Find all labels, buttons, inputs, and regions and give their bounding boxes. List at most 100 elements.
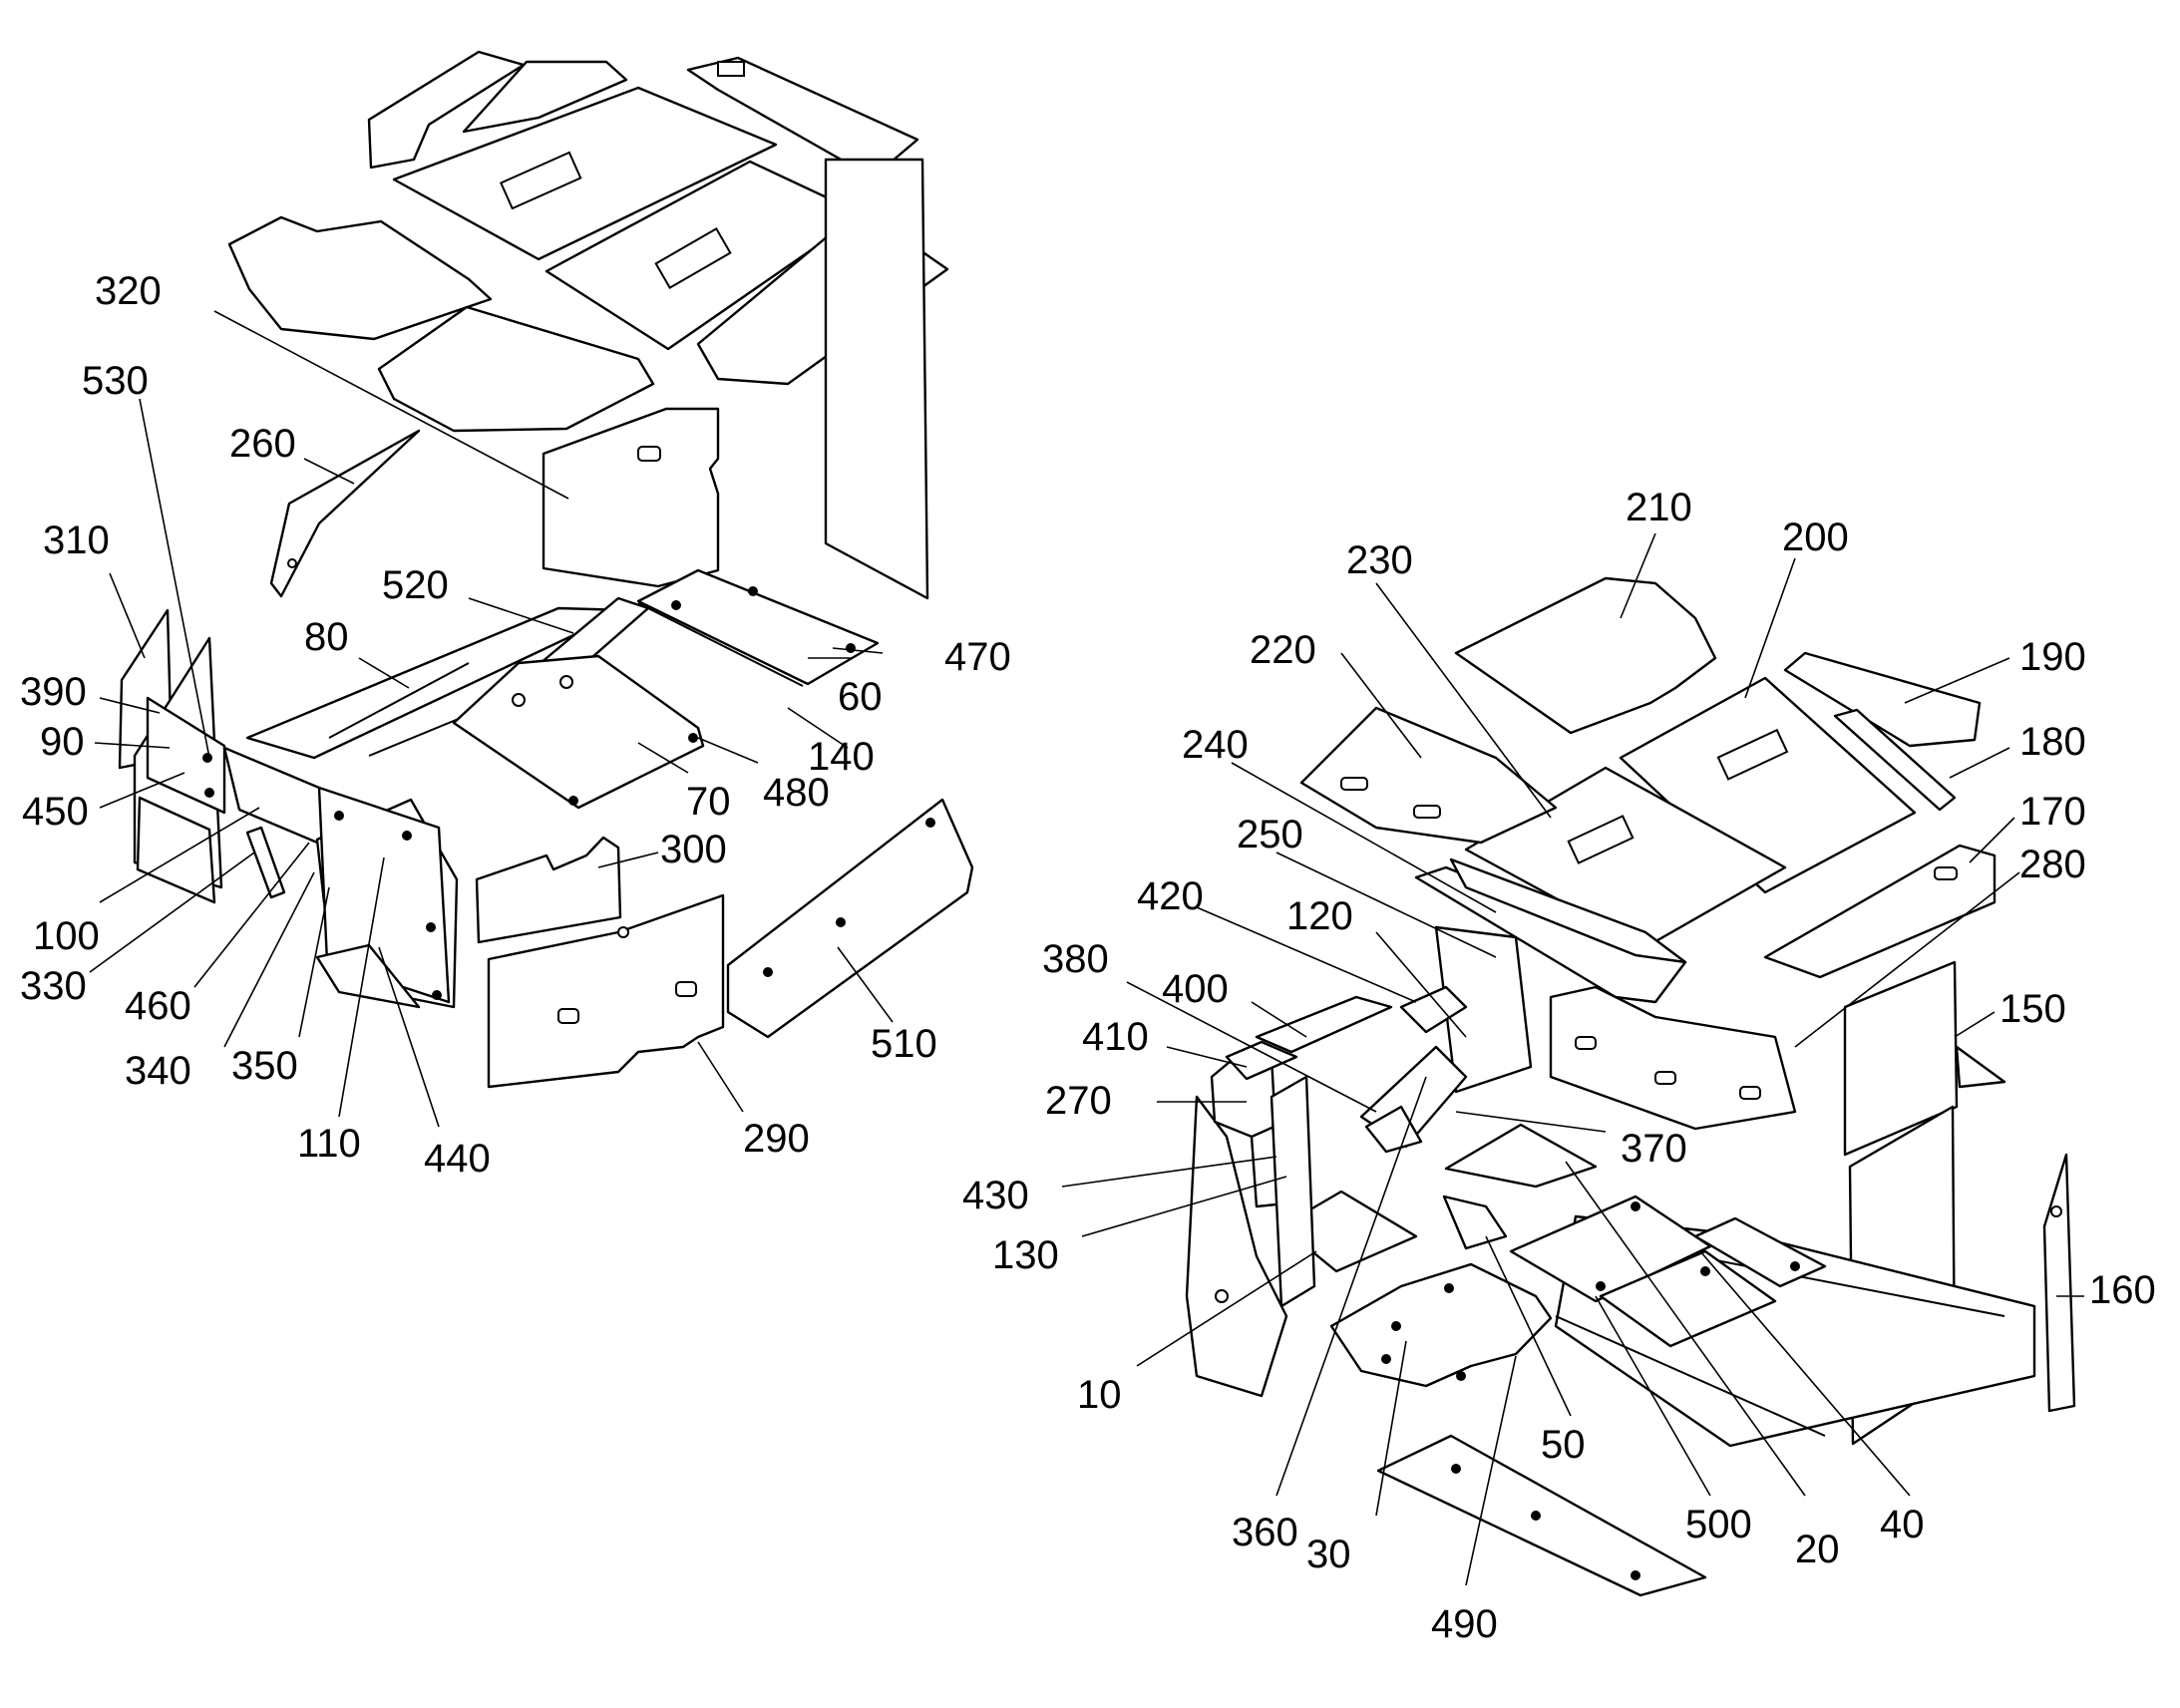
leader-290 xyxy=(697,1041,744,1113)
panel-250 xyxy=(1449,857,1687,964)
side-post xyxy=(1270,1075,1316,1308)
label-410: 410 xyxy=(1082,1015,1149,1059)
label-430: 430 xyxy=(962,1174,1029,1217)
label-240: 240 xyxy=(1182,723,1249,767)
top-panel-g xyxy=(377,305,655,433)
leader-410 xyxy=(1166,1046,1248,1068)
plate-510 xyxy=(726,798,974,1039)
label-10: 10 xyxy=(1077,1373,1122,1417)
label-210: 210 xyxy=(1626,486,1692,529)
label-30: 30 xyxy=(1306,1533,1351,1576)
slot-hole xyxy=(675,981,697,997)
label-480: 480 xyxy=(763,771,830,815)
leader-450 xyxy=(99,772,185,809)
leader-420 xyxy=(1196,906,1417,1003)
panel-210 xyxy=(1454,576,1717,735)
label-350: 350 xyxy=(231,1044,298,1088)
label-380: 380 xyxy=(1042,937,1109,981)
label-140: 140 xyxy=(808,735,875,779)
plate-70 xyxy=(452,654,705,810)
label-400: 400 xyxy=(1162,967,1229,1011)
label-190: 190 xyxy=(2019,635,2086,679)
hole xyxy=(287,558,297,568)
label-500: 500 xyxy=(1685,1503,1752,1546)
label-170: 170 xyxy=(2019,790,2086,834)
panel-190 xyxy=(1783,651,1982,748)
leader-470 xyxy=(832,647,884,654)
leader-320 xyxy=(213,310,569,500)
leader-370 xyxy=(1455,1111,1607,1133)
leader-50 xyxy=(1485,1235,1572,1417)
plate-30 xyxy=(1329,1262,1553,1388)
label-420: 420 xyxy=(1137,874,1204,918)
wedge-370 xyxy=(1444,1123,1598,1189)
leader-200 xyxy=(1744,557,1796,699)
label-60: 60 xyxy=(838,675,883,719)
label-470: 470 xyxy=(944,635,1011,679)
plate-90 xyxy=(146,696,226,815)
part-labels: 320 530 260 310 80 520 470 390 90 60 140… xyxy=(20,269,2156,1646)
plate-edge xyxy=(637,602,804,687)
leader-170 xyxy=(1969,817,2015,863)
label-250: 250 xyxy=(1237,813,1303,856)
leader-430 xyxy=(1061,1156,1277,1188)
plate-20 xyxy=(1599,1249,1777,1348)
bolt xyxy=(334,811,344,821)
label-230: 230 xyxy=(1346,538,1413,582)
label-130: 130 xyxy=(992,1233,1059,1277)
bolt xyxy=(204,788,214,798)
spring-330 xyxy=(245,826,286,899)
side-frame-10 xyxy=(1185,1095,1288,1398)
leader-70 xyxy=(637,742,689,774)
leader-490 xyxy=(1465,1355,1517,1586)
top-panel-b xyxy=(462,60,628,134)
label-300: 300 xyxy=(660,828,727,871)
leader-340 xyxy=(223,871,315,1048)
leader-310 xyxy=(109,572,146,659)
slot-hole xyxy=(1413,805,1441,819)
label-90: 90 xyxy=(40,720,85,764)
hole xyxy=(1215,1289,1229,1303)
bolt xyxy=(1631,1570,1640,1580)
leader-480 xyxy=(697,737,759,764)
leader-520 xyxy=(468,597,574,634)
panel-150 xyxy=(1843,960,1959,1157)
label-460: 460 xyxy=(125,984,191,1028)
leader-40 xyxy=(1699,1250,1911,1497)
fin-150 xyxy=(1955,1045,2006,1089)
link-380 xyxy=(1364,1105,1423,1154)
leader-190 xyxy=(1904,657,2010,704)
bracket-420 xyxy=(1399,985,1468,1034)
bolt xyxy=(688,733,698,743)
slot-hole xyxy=(1567,815,1635,864)
slot-hole xyxy=(1340,777,1368,791)
top-panel-c xyxy=(392,86,778,261)
bracket-120 xyxy=(1434,925,1533,1094)
panel-220 xyxy=(1299,706,1558,845)
label-280: 280 xyxy=(2019,843,2086,886)
leader-100 xyxy=(99,807,260,903)
slot-hole xyxy=(637,446,661,462)
leader-240 xyxy=(1231,762,1497,913)
leader-lines xyxy=(89,310,2084,1586)
label-310: 310 xyxy=(43,518,110,562)
bracket-100 xyxy=(222,746,331,850)
leader-350 xyxy=(298,886,330,1038)
slot-hole xyxy=(1739,1086,1761,1100)
panel-320 xyxy=(542,407,720,588)
back-vertical-panel xyxy=(824,158,929,600)
bolt xyxy=(1451,1464,1461,1474)
label-340: 340 xyxy=(125,1049,191,1093)
bolt xyxy=(1631,1201,1640,1211)
panel-300 xyxy=(475,836,622,944)
label-330: 330 xyxy=(20,964,87,1008)
hole xyxy=(512,693,526,707)
frame-edge xyxy=(1555,1315,1826,1437)
slot-hole xyxy=(500,151,582,210)
rail-400 xyxy=(1255,995,1393,1054)
hole xyxy=(559,675,573,689)
label-440: 440 xyxy=(424,1137,491,1181)
label-530: 530 xyxy=(82,359,149,403)
label-70: 70 xyxy=(686,780,731,824)
slot-hole xyxy=(1654,1071,1676,1085)
